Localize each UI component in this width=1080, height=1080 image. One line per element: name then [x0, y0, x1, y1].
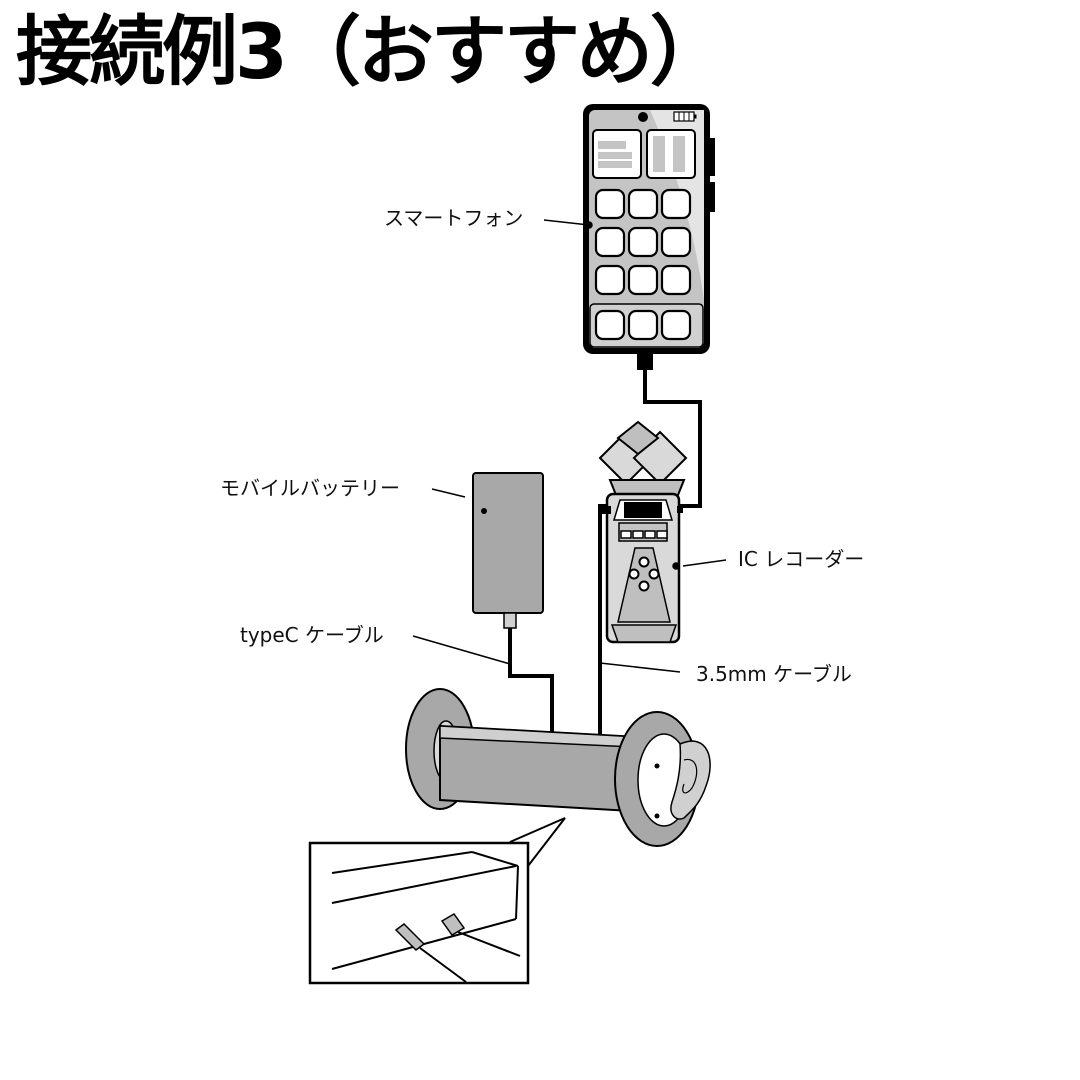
ic-recorder — [598, 420, 688, 644]
ear-icon — [670, 740, 711, 820]
widget-right — [646, 129, 696, 179]
label-ic-recorder: IC レコーダー — [738, 547, 864, 571]
typec-plug — [637, 352, 653, 370]
smartphone — [583, 104, 715, 370]
callout-plugs — [394, 913, 521, 983]
camera-icon — [638, 112, 648, 122]
phone-to-recorder-cable — [643, 368, 702, 508]
label-smartphone: スマートフォン — [384, 206, 523, 230]
pipe-cylinder — [405, 688, 711, 847]
label-typec-cable: typeC ケーブル — [240, 623, 384, 647]
dock — [589, 303, 704, 348]
battery-icon — [673, 111, 697, 122]
zoom-callout — [308, 817, 566, 985]
page-title: 接続例3（おすすめ） — [16, 7, 726, 96]
mobile-battery — [472, 472, 544, 629]
widget-left — [592, 129, 642, 179]
label-3-5mm-cable: 3.5mm ケーブル — [696, 662, 852, 686]
app-grid — [594, 188, 692, 296]
battery-typec-cable — [508, 628, 554, 732]
label-mobile-battery: モバイルバッテリー — [220, 476, 400, 500]
stereo-mic-head — [598, 420, 688, 501]
leader-lines — [412, 219, 727, 673]
